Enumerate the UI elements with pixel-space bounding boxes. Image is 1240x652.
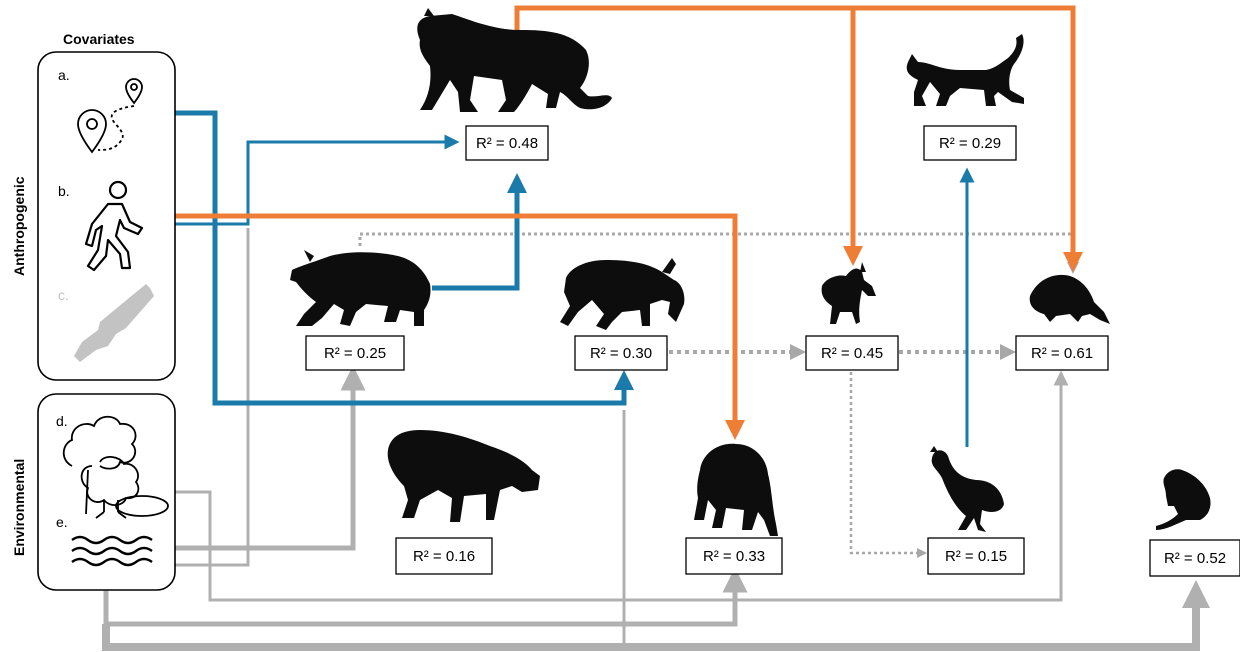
svg-text:R² = 0.48: R² = 0.48 — [476, 135, 538, 152]
svg-text:R² = 0.15: R² = 0.15 — [945, 548, 1007, 565]
path-water-to-hog — [175, 365, 366, 551]
path-hog-to-pangolin-dotted — [358, 232, 1079, 274]
covariate-c-letter: c. — [58, 287, 69, 303]
path-people-to-leopard — [175, 134, 460, 226]
environmental-label: Environmental — [11, 459, 27, 556]
path-people-to-chimp — [175, 213, 745, 440]
sitatunga-icon — [560, 258, 685, 330]
r2-box-pangolin: R² = 0.61 — [1015, 335, 1109, 371]
golden-cat-icon — [906, 34, 1024, 106]
route-map-pins-icon — [77, 78, 143, 154]
red-river-hog-icon — [290, 250, 431, 326]
trees-icon — [62, 415, 169, 519]
environmental-paths — [102, 228, 1210, 651]
path-trees-to-pangolin — [175, 370, 1069, 602]
r2-box-golden-cat: R² = 0.29 — [923, 125, 1017, 161]
r2-box-guineafowl: R² = 0.15 — [927, 537, 1025, 575]
r2-box-blue-duiker: R² = 0.45 — [805, 335, 899, 371]
path-route-to-sitatunga — [175, 110, 634, 406]
covariate-a-letter: a. — [58, 67, 70, 83]
path-anthro-to-leopard-grey — [175, 228, 250, 567]
path-env-to-chimp — [103, 567, 748, 627]
water-chevrotain-icon — [387, 430, 540, 522]
svg-text:R² = 0.45: R² = 0.45 — [821, 345, 883, 362]
r2-box-sitatunga: R² = 0.30 — [574, 335, 668, 371]
chimpanzee-icon — [694, 443, 778, 536]
covariates-heading: Covariates — [63, 31, 135, 47]
water-waves-icon — [71, 535, 153, 567]
svg-text:R² = 0.30: R² = 0.30 — [590, 345, 652, 362]
svg-text:R² = 0.16: R² = 0.16 — [413, 548, 475, 565]
svg-text:R² = 0.61: R² = 0.61 — [1031, 345, 1093, 362]
blue-duiker-icon — [821, 262, 876, 324]
covariate-d-letter: d. — [56, 413, 68, 429]
environmental-panel — [37, 393, 176, 591]
guineafowl-icon — [930, 446, 1004, 532]
covariate-b-letter: b. — [58, 183, 70, 199]
r2-box-chimpanzee: R² = 0.33 — [685, 537, 783, 575]
path-env-to-rat — [102, 580, 1210, 651]
walking-person-icon — [84, 180, 144, 272]
r2-box-rat: R² = 0.52 — [1149, 539, 1240, 577]
shotgun-icon — [74, 284, 154, 362]
covariate-e-letter: e. — [56, 514, 68, 530]
svg-text:R² = 0.25: R² = 0.25 — [324, 345, 386, 362]
r2-box-red-river-hog: R² = 0.25 — [305, 335, 405, 371]
svg-text:R² = 0.29: R² = 0.29 — [939, 135, 1001, 152]
leopard-icon — [417, 8, 612, 112]
anthropogenic-label: Anthropogenic — [11, 176, 27, 276]
svg-text:R² = 0.52: R² = 0.52 — [1164, 550, 1226, 567]
pangolin-icon — [1029, 274, 1110, 324]
path-duiker-to-guineafowl-dotted — [849, 372, 927, 558]
r2-box-leopard: R² = 0.48 — [465, 125, 549, 161]
rat-icon — [1156, 469, 1211, 530]
r2-box-water-chevrotain: R² = 0.16 — [395, 537, 493, 575]
svg-text:R² = 0.33: R² = 0.33 — [703, 548, 765, 565]
